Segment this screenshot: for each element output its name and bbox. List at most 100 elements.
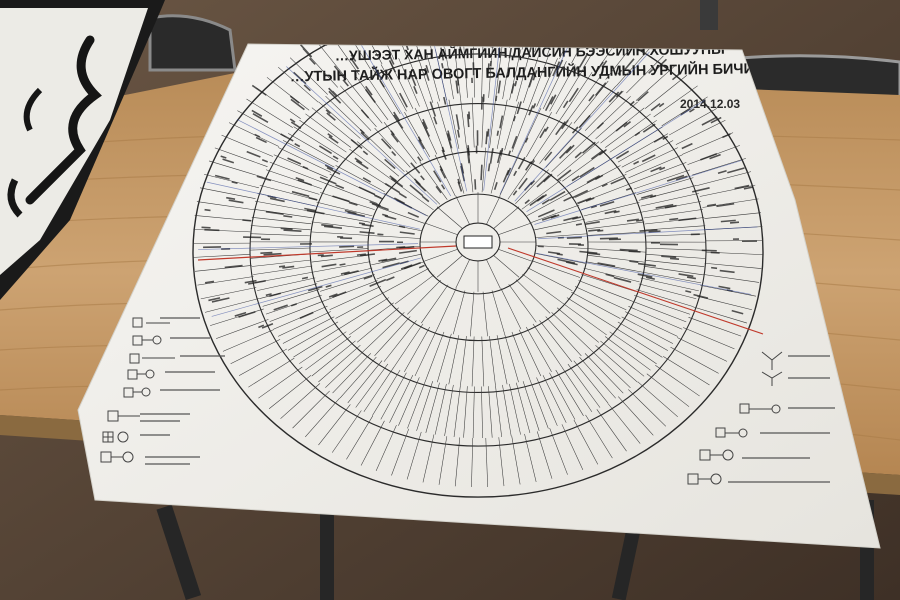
chart-spoke <box>498 437 505 487</box>
name-mark <box>384 215 397 220</box>
chart-spoke <box>372 44 395 60</box>
chart-spoke <box>516 382 531 433</box>
name-mark <box>355 160 369 170</box>
chart-spoke <box>616 46 651 87</box>
name-mark <box>321 263 337 268</box>
chart-spoke <box>481 147 486 193</box>
name-mark <box>455 80 459 94</box>
chart-spoke <box>388 44 407 56</box>
chart-spoke <box>653 85 698 118</box>
name-mark <box>530 159 535 165</box>
chart-spoke <box>347 360 383 404</box>
name-mark <box>597 229 604 232</box>
name-mark <box>511 135 518 149</box>
name-mark <box>391 150 397 157</box>
name-mark <box>303 84 311 92</box>
name-mark <box>290 98 305 111</box>
name-mark <box>626 218 639 222</box>
name-mark <box>359 128 365 134</box>
chart-spoke <box>655 365 700 397</box>
name-mark <box>294 143 301 148</box>
chart-spoke <box>574 286 627 311</box>
name-mark <box>389 56 395 65</box>
chart-spoke <box>374 316 411 357</box>
name-mark <box>628 250 641 253</box>
name-mark <box>518 177 528 190</box>
name-mark <box>362 177 372 183</box>
name-mark <box>379 79 385 88</box>
name-mark <box>544 96 554 112</box>
name-mark <box>398 192 407 199</box>
name-mark <box>650 194 657 198</box>
name-mark <box>456 77 460 86</box>
chart-spoke <box>273 154 328 178</box>
name-mark <box>295 176 305 182</box>
chart-spoke <box>375 425 397 472</box>
name-mark <box>586 175 601 184</box>
name-mark <box>571 175 580 182</box>
chart-spoke <box>621 316 674 344</box>
name-mark <box>591 149 604 160</box>
chart-spoke <box>498 222 532 236</box>
name-mark <box>439 168 447 179</box>
name-mark <box>359 231 375 234</box>
name-mark <box>390 133 399 143</box>
name-mark <box>524 137 529 143</box>
name-mark <box>594 174 604 181</box>
name-mark <box>440 184 446 190</box>
chart-spoke <box>527 267 573 291</box>
chart-spoke <box>230 339 281 364</box>
name-mark <box>348 201 358 206</box>
name-mark <box>594 82 607 96</box>
chart-spoke <box>646 373 690 407</box>
name-mark <box>499 147 504 156</box>
chart-spoke <box>268 375 312 409</box>
name-mark <box>358 186 376 196</box>
name-mark <box>633 160 640 165</box>
chart-spoke <box>613 326 663 358</box>
chart-spoke <box>493 255 520 278</box>
chart-spoke <box>325 96 366 135</box>
chart-spoke <box>605 113 651 148</box>
name-mark <box>324 164 334 170</box>
chart-spoke <box>663 356 710 386</box>
name-mark <box>265 210 284 216</box>
chart-spoke <box>253 265 313 275</box>
chart-spoke <box>645 247 706 251</box>
name-mark <box>422 118 428 130</box>
name-mark <box>678 273 694 278</box>
chart-spoke <box>214 147 268 167</box>
name-mark <box>528 105 534 116</box>
name-mark <box>648 68 654 74</box>
name-mark <box>571 189 589 199</box>
name-mark <box>333 65 346 80</box>
chart-spoke <box>425 331 445 380</box>
lineage-line-blue <box>483 44 505 191</box>
name-mark <box>297 179 313 186</box>
name-mark <box>381 257 397 263</box>
chart-spoke <box>335 291 385 319</box>
chart-spoke <box>455 195 470 225</box>
chart-spoke <box>532 116 563 161</box>
chart-spoke <box>389 375 414 423</box>
name-mark <box>552 61 561 77</box>
name-mark <box>380 138 392 150</box>
name-mark <box>466 114 470 128</box>
chart-spoke <box>472 386 475 439</box>
chart-spoke <box>193 254 251 258</box>
chart-spoke <box>360 420 385 466</box>
chart-spoke <box>586 221 645 230</box>
name-mark <box>425 64 430 73</box>
name-mark <box>487 63 490 74</box>
chart-spoke <box>305 397 340 438</box>
chart-spoke <box>288 133 339 163</box>
chart-spoke <box>383 122 417 164</box>
chart-spoke <box>596 409 627 452</box>
chart-spoke <box>340 85 377 128</box>
name-mark <box>332 195 350 203</box>
name-mark <box>418 264 425 269</box>
name-mark <box>529 195 545 207</box>
chart-spoke <box>437 333 452 383</box>
chart-spoke <box>696 171 752 186</box>
name-mark <box>487 163 491 172</box>
